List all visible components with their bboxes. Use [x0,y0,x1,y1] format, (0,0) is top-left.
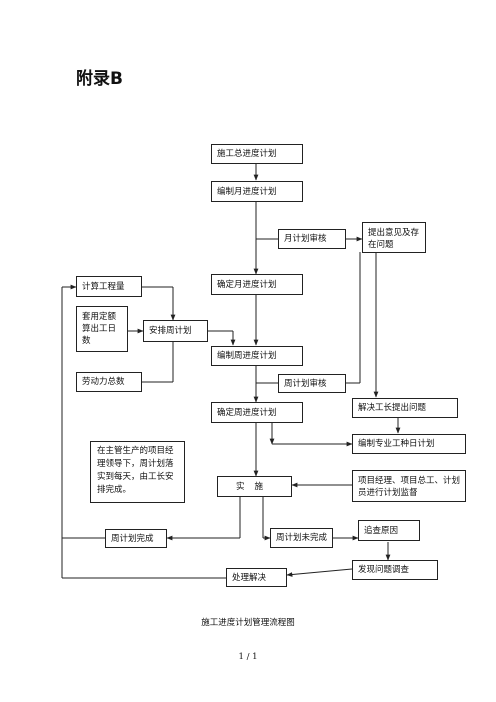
box-compile-weekly: 编制周进度计划 [211,346,303,366]
box-compile-monthly: 编制月进度计划 [211,181,303,202]
box-overall-plan: 施工总进度计划 [211,144,303,164]
box-trace-cause: 追查原因 [358,520,420,541]
box-implement: 实施 [217,476,292,497]
box-weekly-done: 周计划完成 [105,529,167,548]
box-raise-issues: 提出意见及存在问题 [362,222,426,253]
page-number: 1 / 1 [238,652,258,662]
box-confirm-weekly: 确定周进度计划 [211,402,303,423]
box-note: 在主管生产的项目经理领导下，周计划落实到每天，由工长安排完成。 [90,441,185,503]
box-trade-daily: 编制专业工种日计划 [352,434,466,454]
box-solve-foreman: 解决工长提出问题 [352,398,458,418]
box-calc-quantity: 计算工程量 [76,276,142,297]
box-confirm-monthly: 确定月进度计划 [211,274,303,295]
figure-caption: 施工进度计划管理流程图 [201,618,295,628]
box-handle: 处理解决 [226,568,287,587]
box-supervise: 项目经理、项目总工、计划员进行计划监督 [352,470,466,502]
box-weekly-not-done: 周计划未完成 [270,528,333,548]
box-investigate: 发现问题调查 [352,560,438,580]
appendix-heading: 附录B [76,69,123,89]
box-labor-total: 劳动力总数 [76,372,142,392]
box-arrange-weekly: 安排周计划 [143,320,208,342]
box-weekly-review: 周计划审核 [278,374,346,393]
arrow-investigate-to-handle [286,568,353,577]
box-monthly-review: 月计划审核 [278,229,346,249]
box-quota-days: 套用定额算出工日数 [76,306,128,352]
